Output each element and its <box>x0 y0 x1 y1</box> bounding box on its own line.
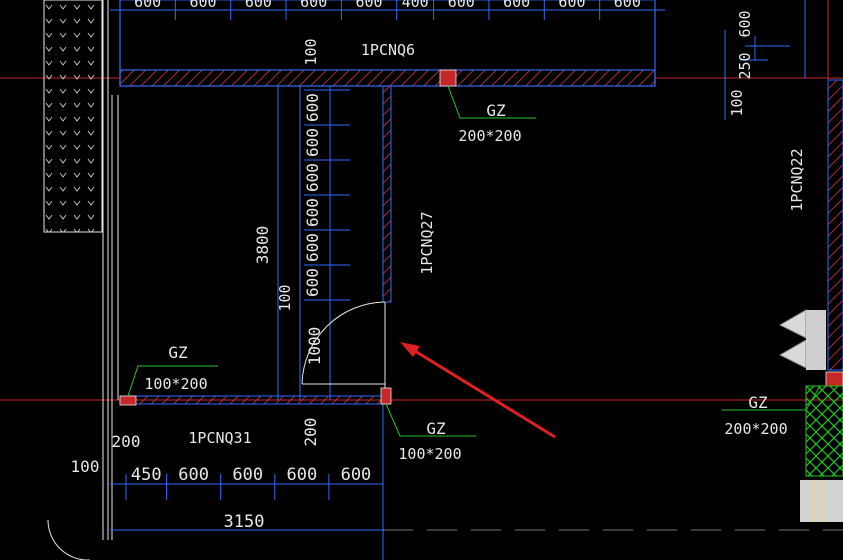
column-gz-right[interactable]: GZ 200*200 <box>722 385 821 438</box>
dim-100-top: 100 <box>302 38 320 65</box>
top-dim-8: 600 <box>558 0 585 11</box>
dim-100-mid: 100 <box>276 284 294 311</box>
column-gz-top[interactable]: GZ 200*200 <box>439 69 536 145</box>
bottom-dim-1: 600 <box>178 465 209 485</box>
axis-lines <box>0 0 843 401</box>
dim-100-left: 100 <box>71 457 100 476</box>
top-dim-5: 400 <box>402 0 429 11</box>
vertical-dim-3: 600 <box>303 198 322 227</box>
vertical-dim-1: 600 <box>303 128 322 157</box>
bottom-dim-0: 450 <box>131 465 162 485</box>
bottom-dim-4: 600 <box>341 465 372 485</box>
vertical-dimension-chain: 600 600 600 600 600 600 3800 100 1000 <box>253 86 350 400</box>
bottom-dim-2: 600 <box>232 465 263 485</box>
column-gz-bottom-size: 100*200 <box>398 445 461 463</box>
wall-label-1pcnq22: 1PCNQ22 <box>788 148 806 211</box>
right-dimension-chain: 600 250 100 <box>724 0 806 120</box>
vertical-dim-2: 600 <box>303 163 322 192</box>
vertical-dim-4: 600 <box>303 233 322 262</box>
dim-3800: 3800 <box>253 226 272 265</box>
column-gz-left-size: 100*200 <box>144 375 207 393</box>
top-dim-6: 600 <box>448 0 475 11</box>
dim-right-600: 600 <box>736 10 754 37</box>
column-gz-left-tag: GZ <box>168 343 188 362</box>
wall-label-1pcnq27: 1PCNQ27 <box>418 211 436 274</box>
column-gz-right-tag: GZ <box>748 393 768 412</box>
wall-1pcnq22[interactable]: 1PCNQ22 <box>778 79 843 522</box>
vertical-dim-5: 600 <box>303 268 322 297</box>
top-dim-0: 600 <box>134 0 161 11</box>
top-dimension-chain: 600 600 600 600 600 400 600 600 600 600 <box>110 0 665 20</box>
top-dim-9: 600 <box>614 0 641 11</box>
wall-1pcnq27[interactable]: 1PCNQ27 <box>382 85 436 303</box>
column-gz-top-size: 200*200 <box>458 127 521 145</box>
wall-label-1pcnq31: 1PCNQ31 <box>188 429 251 447</box>
door-swing[interactable] <box>301 301 386 388</box>
dim-200-mid: 200 <box>301 418 320 447</box>
column-gz-top-tag: GZ <box>486 101 506 120</box>
column-gz-bottom[interactable]: GZ 100*200 <box>380 387 476 463</box>
column-gz-right-size: 200*200 <box>724 420 787 438</box>
dim-3150: 3150 <box>224 512 265 532</box>
dim-200-left: 200 <box>112 432 141 451</box>
dim-1000: 1000 <box>305 327 324 366</box>
top-dim-3: 600 <box>300 0 327 11</box>
dim-right-250: 250 <box>736 52 754 79</box>
left-exterior-strip <box>43 0 119 560</box>
annotation-arrow <box>400 342 556 439</box>
wall-label-1pcnq6: 1PCNQ6 <box>361 41 415 59</box>
top-dim-4: 600 <box>356 0 383 11</box>
column-gz-left[interactable]: GZ 100*200 <box>119 343 218 406</box>
vertical-dim-0: 600 <box>303 93 322 122</box>
top-dim-2: 600 <box>245 0 272 11</box>
bottom-dim-3: 600 <box>286 465 317 485</box>
dim-right-100: 100 <box>728 89 746 116</box>
bottom-dimension-chain: 450 600 600 600 600 3150 <box>110 465 843 532</box>
column-gz-bottom-tag: GZ <box>426 419 446 438</box>
top-dim-1: 600 <box>189 0 216 11</box>
top-dim-7: 600 <box>503 0 530 11</box>
